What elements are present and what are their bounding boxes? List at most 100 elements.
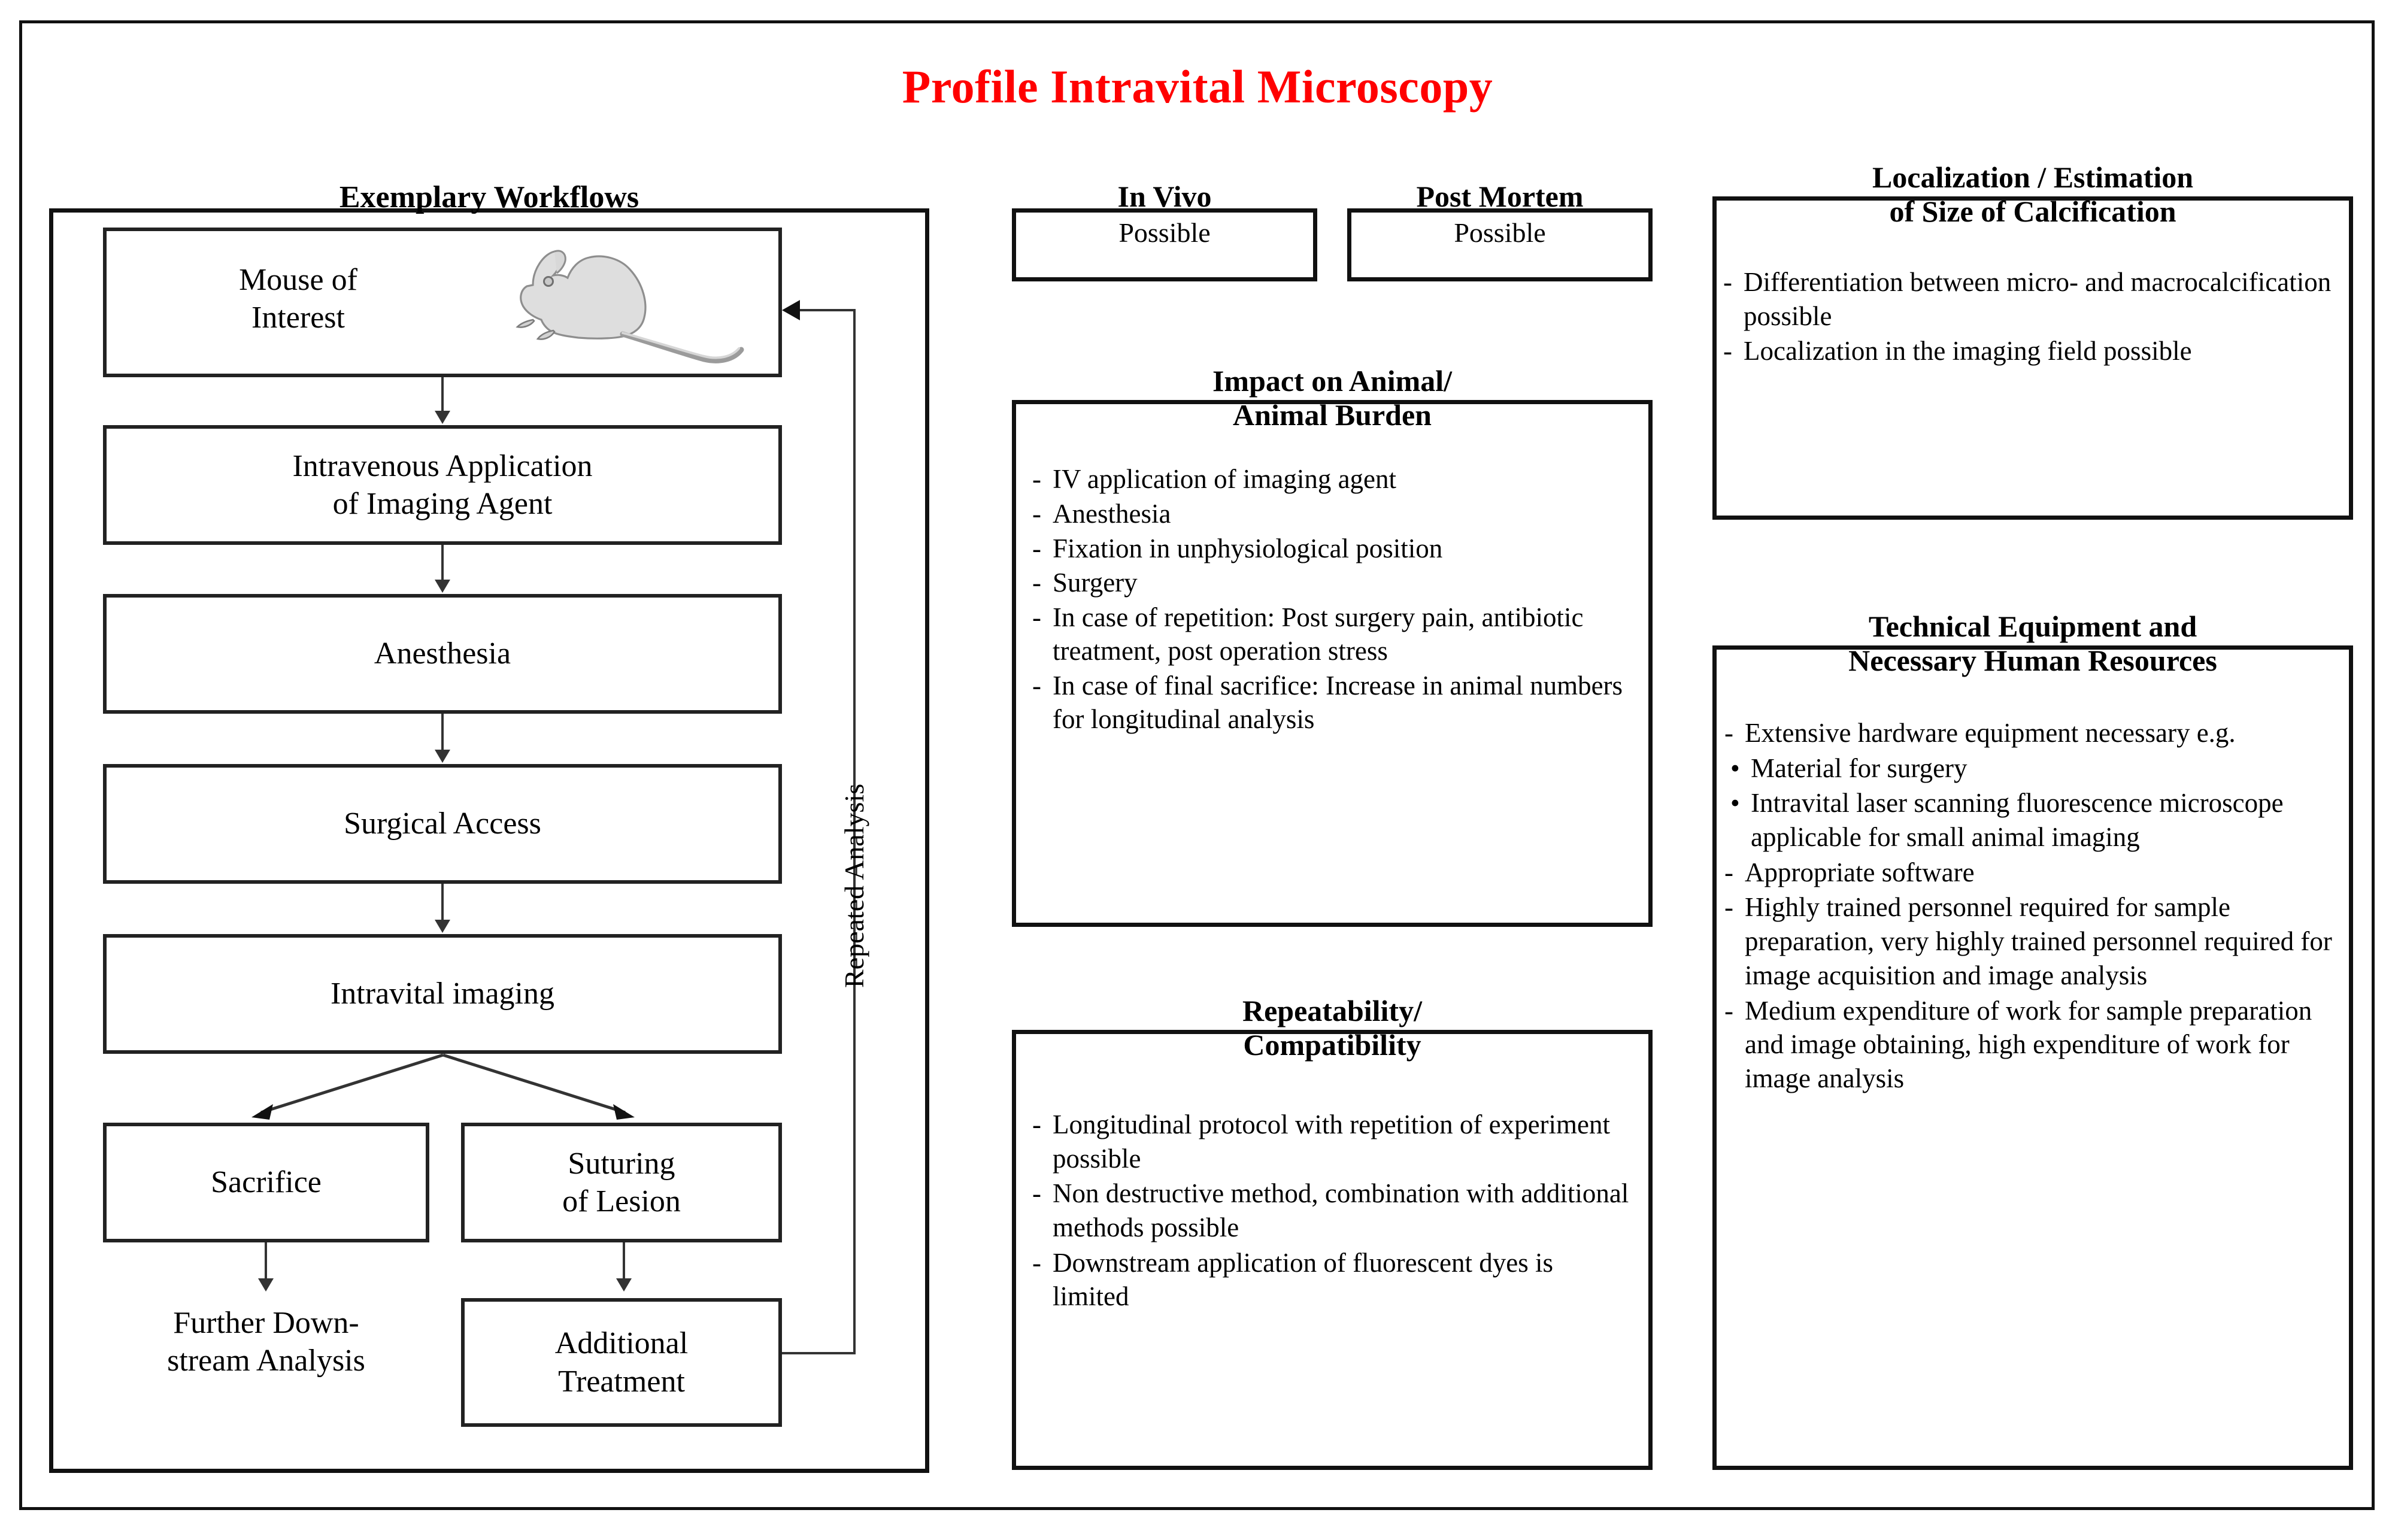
dash-marker: - xyxy=(1032,1178,1041,1209)
arrow-3 xyxy=(435,750,450,763)
page-frame xyxy=(19,20,2375,1510)
panel-title: Post Mortem xyxy=(1416,180,1584,213)
panel-body-border xyxy=(1012,208,1317,281)
dash-marker: - xyxy=(1724,718,1733,748)
localization-items-list: -Differentiation between micro- and macr… xyxy=(1723,265,2333,368)
localization-panel: Localization / Estimation of Size of Cal… xyxy=(1712,160,2353,520)
panel-title: Impact on Animal/ Animal Burden xyxy=(1012,364,1653,432)
dash-marker: - xyxy=(1724,857,1733,887)
panel-body-border xyxy=(1012,1030,1653,1470)
connector-1 xyxy=(441,377,444,412)
repeated-analysis-label: Repeated Analysis xyxy=(839,783,869,988)
panel-top-border xyxy=(49,208,929,213)
flow-step-label: Anesthesia xyxy=(374,636,511,671)
list-item: -Non destructive method, combination wit… xyxy=(1032,1177,1632,1244)
dash-marker: - xyxy=(1032,670,1041,701)
list-item: •Material for surgery xyxy=(1724,751,2338,786)
repeatability-items-list: -Longitudinal protocol with repetition o… xyxy=(1032,1108,1632,1314)
arrow-6 xyxy=(616,1278,632,1292)
flow-step-label-line2: Interest xyxy=(251,301,345,335)
flow-step-sacrifice[interactable]: Sacrifice xyxy=(103,1123,429,1242)
panel-top-border xyxy=(1712,196,2353,201)
list-item: -In case of final sacrifice: Increase in… xyxy=(1032,670,1623,734)
repeatability-panel: Repeatability/ Compatibility -Longitudin… xyxy=(1012,994,1653,1470)
dash-marker: - xyxy=(1723,267,1732,297)
dash-marker: - xyxy=(1032,602,1041,633)
panel-title: Repeatability/ Compatibility xyxy=(1012,994,1653,1062)
technical-equipment-panel: Technical Equipment and Necessary Human … xyxy=(1712,610,2353,1470)
post-mortem-value: Possible xyxy=(1454,217,1546,248)
panel-top-border xyxy=(1012,1030,1653,1034)
loop-arrowhead xyxy=(782,300,800,320)
flow-step-additional-treatment[interactable]: Additional Treatment xyxy=(461,1298,782,1427)
dash-marker: - xyxy=(1032,498,1041,529)
list-item: -Fixation in unphysiological position xyxy=(1032,532,1632,566)
list-item: -In case of repetition: Post surgery pai… xyxy=(1032,602,1584,666)
connector-4 xyxy=(441,884,444,921)
list-item: -Anesthesia xyxy=(1032,498,1632,531)
panel-title: Exemplary Workflows xyxy=(339,180,639,214)
list-item: •Intravital laser scanning fluorescence … xyxy=(1724,786,2338,854)
connector-2 xyxy=(441,545,444,581)
panel-title-line1: Repeatability/ xyxy=(1242,994,1422,1027)
panel-top-border xyxy=(1712,645,2353,650)
flow-step-label-line1: Mouse of xyxy=(239,263,357,297)
flow-step-iv-application[interactable]: Intravenous Application of Imaging Agent xyxy=(103,425,782,545)
panel-title-line1: Technical Equipment and xyxy=(1868,610,2197,643)
list-item: -Appropriate software xyxy=(1724,856,2338,890)
panel-title: Technical Equipment and Necessary Human … xyxy=(1712,610,2353,678)
panel-title-line2: Compatibility xyxy=(1243,1028,1421,1062)
flow-step-label: Intravital imaging xyxy=(330,977,554,1011)
list-item: -Extensive hardware equipment necessary … xyxy=(1724,716,2338,750)
dash-marker: - xyxy=(1032,568,1041,598)
list-item: -Highly trained personnel required for s… xyxy=(1724,890,2338,992)
flow-step-label: Sacrifice xyxy=(211,1165,322,1200)
panel-body-border xyxy=(1712,196,2353,520)
flow-step-anesthesia[interactable]: Anesthesia xyxy=(103,594,782,714)
dash-marker: - xyxy=(1032,1247,1041,1278)
panel-title-line2: Animal Burden xyxy=(1232,398,1432,432)
flow-step-label: Surgical Access xyxy=(344,807,541,841)
list-item: -Medium expenditure of work for sample p… xyxy=(1724,994,2338,1096)
page-title: Profile Intravital Microscopy xyxy=(902,60,1493,113)
list-item: -Longitudinal protocol with repetition o… xyxy=(1032,1108,1632,1175)
panel-title-line2: Necessary Human Resources xyxy=(1848,644,2217,677)
arrow-1 xyxy=(435,411,450,424)
panel-body-border xyxy=(1012,400,1653,927)
connector-6 xyxy=(623,1242,625,1280)
flow-step-surgical-access[interactable]: Surgical Access xyxy=(103,764,782,884)
connector-5 xyxy=(265,1242,267,1280)
list-item: -Localization in the imaging field possi… xyxy=(1723,334,2333,368)
flow-step-label-line2: of Imaging Agent xyxy=(332,487,553,521)
dash-marker: - xyxy=(1724,995,1733,1026)
flow-step-label-line2: Treatment xyxy=(558,1364,685,1399)
flow-step-label-line1: Suturing xyxy=(568,1146,675,1181)
impact-items-list: -IV application of imaging agent -Anesth… xyxy=(1032,463,1632,736)
branch-connector xyxy=(251,1053,635,1120)
list-item: -Differentiation between micro- and macr… xyxy=(1723,265,2333,333)
dash-marker: - xyxy=(1723,336,1732,366)
panel-title: In Vivo xyxy=(1117,180,1212,213)
panel-body-border xyxy=(1712,645,2353,1470)
post-mortem-panel: Post Mortem Possible xyxy=(1347,180,1653,281)
list-item: -Downstream application of fluorescent d… xyxy=(1032,1246,1632,1314)
loop-segment-bottom xyxy=(782,1352,856,1354)
flow-step-label-line1: Additional xyxy=(554,1326,689,1361)
arrow-5 xyxy=(258,1278,274,1292)
loop-segment-top xyxy=(800,309,856,311)
panel-title-line1: Impact on Animal/ xyxy=(1212,364,1453,398)
panel-title-line1: Localization / Estimation xyxy=(1872,160,2194,194)
flow-step-mouse-of-interest[interactable]: Mouse of Interest xyxy=(103,228,782,377)
flow-step-intravital-imaging[interactable]: Intravital imaging xyxy=(103,934,782,1054)
flow-step-label-line2: stream Analysis xyxy=(167,1344,365,1378)
exemplary-workflows-panel: Exemplary Workflows xyxy=(49,180,929,1473)
flow-step-suturing-of-lesion[interactable]: Suturing of Lesion xyxy=(461,1123,782,1242)
in-vivo-panel: In Vivo Possible xyxy=(1012,180,1317,281)
flow-step-label-line1: Further Down- xyxy=(173,1306,359,1340)
flow-step-further-downstream-analysis: Further Down- stream Analysis xyxy=(103,1304,429,1380)
dash-marker: - xyxy=(1032,464,1041,494)
flow-step-label-line2: of Lesion xyxy=(562,1184,681,1218)
arrow-2 xyxy=(435,580,450,593)
dash-marker: - xyxy=(1032,1109,1041,1139)
in-vivo-value: Possible xyxy=(1118,217,1211,248)
